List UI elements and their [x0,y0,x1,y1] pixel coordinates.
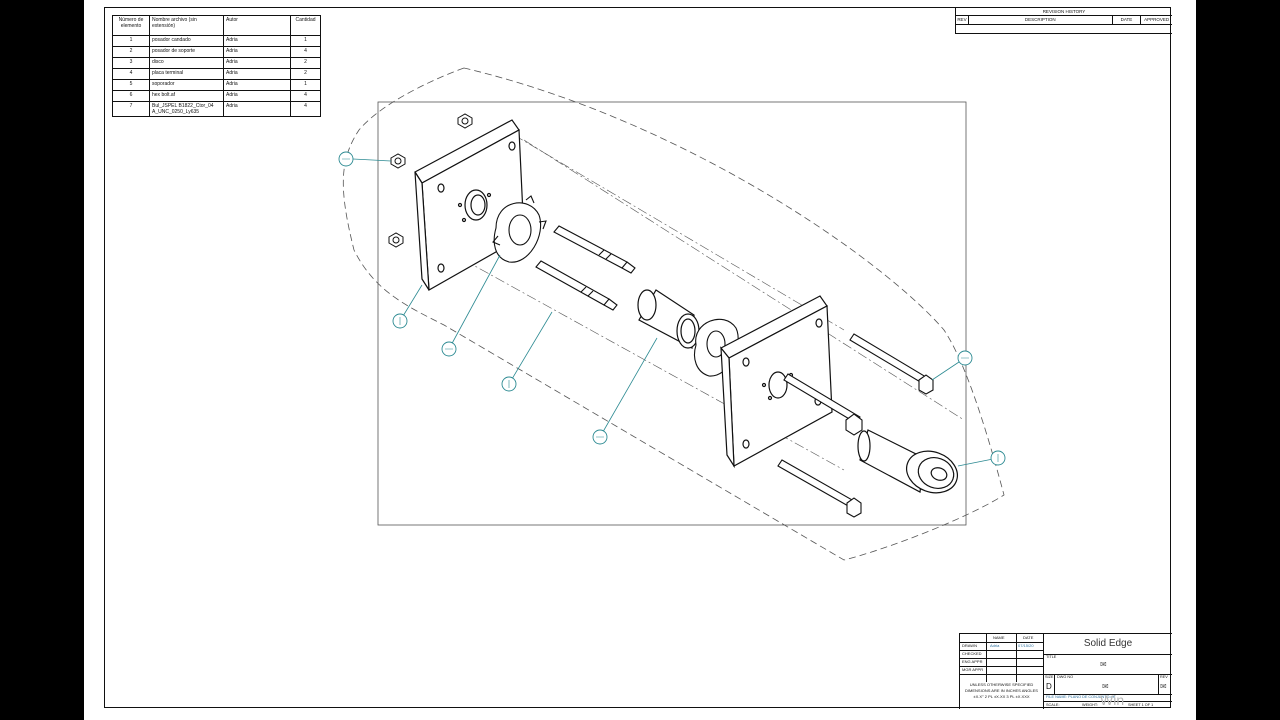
size-value: D [1046,682,1052,691]
spacer-sleeve [637,289,700,349]
hex-nut [388,232,404,248]
title-label: TITLE [1046,655,1057,659]
description-column-header: DESCRIPTION [969,16,1113,24]
envelope-icon: ✉ [1102,682,1109,691]
table-row: 5 soporador Adria 1 [112,79,321,91]
leader-line [352,158,392,162]
exploded-view-drawing [338,67,1006,561]
hex-bolt [777,459,862,518]
hex-nut [457,113,473,129]
envelope-icon: ✉ [1160,682,1167,691]
drawing-number-label: DWG NO [1057,675,1074,679]
approval-name: Adria [990,643,1000,648]
hex-bolt [849,333,934,395]
approval-label: DRAWN [962,643,977,648]
title-block-right: Solid Edge TITLE ✉ SIZE D DWG NO ✉ REV ✉… [1044,634,1172,709]
approval-label: ENG APPR [962,659,983,664]
date-header: DATE [1023,635,1034,640]
approval-label: MGR APPR [962,667,984,672]
rev-column-header: REV [956,16,969,24]
sheet-label: SHEET 1 OF 1 [1128,703,1154,707]
assembly-axis [523,139,965,421]
file-name-text: FILE NAME: PLANO DE CONJUNTO.dft [1046,695,1115,699]
parts-list-table: Número de elemento Nombre archivo (sin e… [112,15,321,117]
date-column-header: DATE [1113,16,1142,24]
title-box: TITLE ✉ [1044,654,1172,675]
puller-cylinder [857,429,958,494]
title-block: NAME DATE DRAWN Adria 07/15/20 CHECKED E… [959,633,1172,709]
company-name: Solid Edge [1044,634,1172,655]
quantity: 4 [290,101,321,117]
file-name: Bul_JSPEL B1822_Ctor_04 A_UNC_0250_Ly635 [149,101,224,117]
right-end-plate [720,295,833,469]
file-name-box: FILE NAME: PLANO DE CONJUNTO.dft [1044,694,1172,702]
view-boundary [377,101,967,526]
approval-row: CHECKED [960,650,1043,659]
table-row: 4 placa terminal Adria 2 [112,68,321,80]
envelope-icon: ✉ [1100,660,1107,669]
tolerance-note: UNLESS OTHERWISE SPECIFIED DIMENSIONS AR… [965,682,1038,699]
size-label: SIZE [1045,675,1054,679]
approval-row: DRAWN Adria 07/15/20 [960,642,1043,651]
leader-line [599,337,658,438]
scale-label: SCALE: [1046,703,1060,707]
hex-nut [390,153,406,169]
approval-date: 07/15/20 [1018,643,1034,648]
weight-label: WEIGHT: [1082,703,1098,707]
bolt-axis-upper [513,134,845,331]
name-header: NAME [993,635,1005,640]
approval-label: CHECKED [962,651,982,656]
assembly-envelope [342,67,1005,561]
leader-line [448,254,501,350]
support-rod [553,225,636,274]
center-shaft [783,373,863,436]
parts-list-header: Cantidad [290,15,321,36]
drawing-sheet: Número de elemento Nombre archivo (sin e… [84,0,1196,720]
revision-history-block: REVISION HISTORY REV DESCRIPTION DATE AP… [955,8,1172,34]
approval-row: ENG APPR [960,658,1043,667]
rev-label: REV [1160,675,1168,679]
table-row: 2 posador de soporte Adria 4 [112,46,321,58]
scale-row: SCALE: WEIGHT: SHEET 1 OF 1 [1044,701,1172,709]
approval-row: MGR APPR [960,666,1043,675]
leader-line [508,311,553,385]
approval-header-row: NAME DATE [960,634,1043,643]
sheet-border [104,7,1171,708]
drawing-number-box: SIZE D DWG NO ✉ REV ✉ [1044,674,1172,695]
left-disc [492,195,547,263]
support-rod [535,260,618,311]
approved-column-header: APPROVED [1144,17,1170,22]
left-end-plate [414,119,525,291]
table-row: 7 Bul_JSPEL B1822_Ctor_04 A_UNC_0250_Ly6… [112,101,321,117]
revision-header-row: REV DESCRIPTION DATE APPROVED [956,16,1172,25]
table-row: 6 hex bolt.af Adria 4 [112,90,321,102]
activation-watermark: Win [1100,692,1125,708]
revision-history-title: REVISION HISTORY [956,8,1172,16]
approval-table: NAME DATE DRAWN Adria 07/15/20 CHECKED E… [960,634,1044,709]
